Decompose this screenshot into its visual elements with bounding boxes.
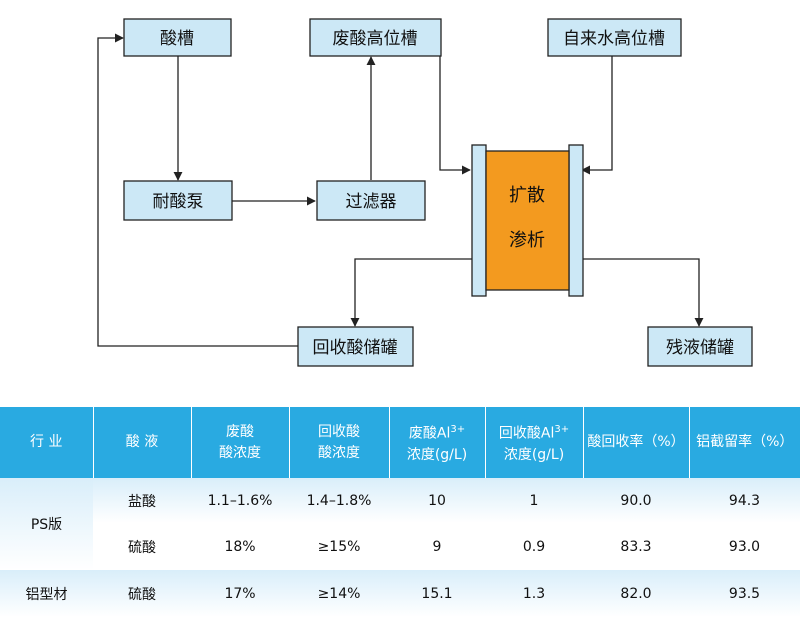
unit-label-line2: 渗析 bbox=[509, 230, 545, 251]
cell-waste-conc: 17% bbox=[191, 570, 289, 617]
node-label: 过滤器 bbox=[346, 192, 397, 212]
line-recovered-to-acid-tank bbox=[97, 33, 298, 347]
line-water-tank-to-unit bbox=[581, 56, 613, 175]
header-recovered-al-conc: 回收酸Al3+浓度(g/L) bbox=[485, 407, 584, 478]
data-table: 行 业 酸 液 废酸酸浓度 回收酸酸浓度 废酸Al3+浓度(g/L) 回收酸Al… bbox=[0, 407, 800, 617]
line-unit-to-residue-tank bbox=[583, 258, 704, 327]
cell-retention: 93.0 bbox=[728, 538, 761, 555]
header-waste-al-conc: 废酸Al3+浓度(g/L) bbox=[389, 407, 486, 478]
node-label: 废酸高位槽 bbox=[333, 29, 418, 49]
line-waste-tank-to-unit bbox=[439, 56, 471, 175]
cell-waste-al: 9 bbox=[432, 538, 442, 555]
node-tap-water-head-tank: 自来水高位槽 bbox=[547, 18, 682, 57]
cell-rec-al: 1 bbox=[485, 478, 583, 523]
header-industry: 行 业 bbox=[0, 407, 94, 478]
table-row: 铝型材 硫酸 17% ≥14% 15.1 1.3 82.0 93.5 bbox=[0, 570, 800, 617]
cell-rec-al: 1.3 bbox=[485, 570, 583, 617]
header-acid-recovery-rate: 酸回收率（%） bbox=[583, 407, 690, 478]
node-acid-tank: 酸槽 bbox=[123, 18, 232, 57]
cell-waste-al: 10 bbox=[389, 478, 485, 523]
cell-rec-conc: ≥15% bbox=[317, 538, 361, 555]
node-label: 回收酸储罐 bbox=[313, 338, 398, 358]
table-row: 硫酸 18% ≥15% 9 0.9 83.3 93.0 bbox=[0, 523, 800, 570]
cell-rec-al: 0.9 bbox=[522, 538, 546, 555]
header-acid: 酸 液 bbox=[93, 407, 192, 478]
data-table-container: 行 业 酸 液 废酸酸浓度 回收酸酸浓度 废酸Al3+浓度(g/L) 回收酸Al… bbox=[0, 407, 800, 618]
unit-membrane bbox=[485, 150, 570, 291]
table-header-row: 行 业 酸 液 废酸酸浓度 回收酸酸浓度 废酸Al3+浓度(g/L) 回收酸Al… bbox=[0, 407, 800, 478]
header-waste-acid-conc: 废酸酸浓度 bbox=[191, 407, 290, 478]
node-acid-pump: 耐酸泵 bbox=[123, 180, 233, 221]
header-recovered-acid-conc: 回收酸酸浓度 bbox=[289, 407, 390, 478]
cell-waste-al: 15.1 bbox=[389, 570, 485, 617]
line-unit-to-recovered-tank bbox=[350, 258, 472, 327]
cell-recovery: 83.3 bbox=[620, 538, 652, 555]
node-label: 自来水高位槽 bbox=[563, 29, 665, 49]
cell-waste-conc: 1.1–1.6% bbox=[191, 478, 289, 523]
cell-industry: 铝型材 bbox=[0, 570, 93, 617]
table-row: PS版 盐酸 1.1–1.6% 1.4–1.8% 10 1 90.0 94.3 bbox=[0, 478, 800, 570]
cell-recovery: 82.0 bbox=[583, 570, 689, 617]
node-label: 耐酸泵 bbox=[153, 192, 204, 212]
unit-left-plate bbox=[471, 144, 487, 297]
connectors bbox=[97, 33, 704, 347]
cell-acid: 盐酸 bbox=[93, 478, 191, 523]
node-waste-acid-head-tank: 废酸高位槽 bbox=[309, 18, 442, 57]
cell-rec-conc: ≥14% bbox=[289, 570, 389, 617]
cell-waste-conc: 18% bbox=[224, 538, 256, 555]
cell-recovery: 90.0 bbox=[583, 478, 689, 523]
cell-acid: 硫酸 bbox=[93, 570, 191, 617]
node-label: 酸槽 bbox=[160, 29, 194, 49]
header-al-retention-rate: 铝截留率（%） bbox=[696, 434, 794, 450]
unit-label-line1: 扩散 bbox=[509, 185, 545, 206]
cell-industry: PS版 bbox=[0, 478, 93, 570]
diffusion-dialysis-unit: 扩散 渗析 bbox=[471, 144, 584, 297]
cell-rec-conc: 1.4–1.8% bbox=[289, 478, 389, 523]
cell-acid: 硫酸 bbox=[128, 539, 156, 556]
cell-retention: 93.5 bbox=[689, 570, 800, 617]
node-residue-tank: 残液储罐 bbox=[647, 326, 753, 367]
unit-right-plate bbox=[568, 144, 584, 297]
process-flow-diagram: 酸槽 废酸高位槽 自来水高位槽 耐酸泵 过滤器 回收酸储罐 残液储罐 扩散 渗析 bbox=[97, 18, 753, 367]
cell-retention: 94.3 bbox=[689, 478, 800, 523]
node-recovered-acid-tank: 回收酸储罐 bbox=[297, 326, 414, 367]
node-filter: 过滤器 bbox=[316, 180, 426, 221]
node-label: 残液储罐 bbox=[666, 338, 734, 358]
